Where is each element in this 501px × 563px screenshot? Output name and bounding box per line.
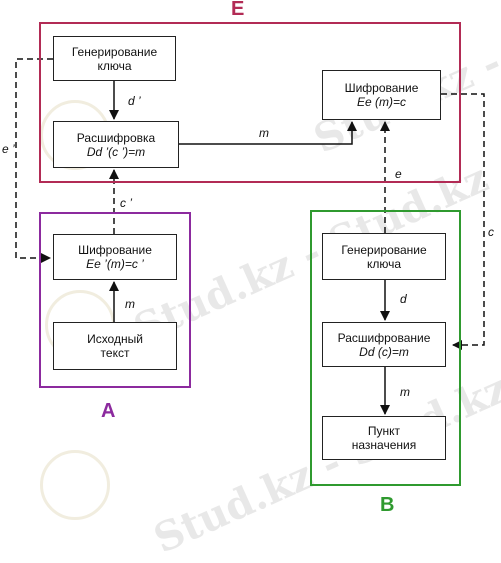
node-b-destination: Пункт назначения bbox=[322, 416, 446, 460]
node-formula: Dd (c)=m bbox=[359, 344, 409, 359]
node-text: Генерирование bbox=[341, 242, 427, 257]
frame-b-label: B bbox=[380, 494, 395, 516]
node-text: назначения bbox=[351, 438, 417, 452]
node-text: Шифрование bbox=[344, 81, 419, 95]
node-text: ключа bbox=[366, 256, 402, 271]
node-formula: Ee ’(m)=c ’ bbox=[86, 257, 144, 271]
frame-a-label: A bbox=[101, 400, 116, 422]
edge-label-c: c bbox=[488, 225, 494, 239]
node-text: Расшифрование bbox=[337, 330, 431, 345]
edge-label-m-a: m bbox=[125, 297, 135, 311]
edge-label-d: d bbox=[400, 292, 407, 306]
node-text: Расшифровка bbox=[76, 130, 156, 145]
node-e-keygen: Генерирование ключа bbox=[53, 36, 176, 81]
node-text: Шифрование bbox=[78, 243, 152, 257]
node-b-keygen: Генерирование ключа bbox=[322, 233, 446, 280]
frame-a bbox=[39, 212, 191, 388]
node-a-source: Исходный текст bbox=[53, 322, 177, 370]
node-text: Пункт bbox=[367, 424, 401, 438]
edge-label-d-prime: d ’ bbox=[128, 94, 141, 108]
node-formula: Dd ’(c ’)=m bbox=[86, 144, 146, 159]
node-formula: Ee (m)=c bbox=[356, 95, 406, 109]
arrow-cipher-c bbox=[441, 93, 485, 350]
node-e-decrypt: Расшифровка Dd ’(c ’)=m bbox=[53, 121, 179, 168]
node-text: Исходный bbox=[87, 332, 143, 346]
arrow-key-e-prime bbox=[15, 58, 53, 263]
node-text: Генерирование bbox=[71, 44, 158, 59]
edge-label-e: e bbox=[395, 167, 402, 181]
frame-e bbox=[39, 22, 461, 183]
edge-label-e-prime: e ’ bbox=[2, 142, 15, 156]
node-a-encrypt: Шифрование Ee ’(m)=c ’ bbox=[53, 234, 177, 280]
connectors bbox=[15, 58, 485, 415]
frame-b bbox=[310, 210, 461, 486]
arrow-message-m bbox=[179, 121, 357, 145]
edge-label-m-b: m bbox=[400, 385, 410, 399]
edge-label-m-top: m bbox=[259, 126, 269, 140]
edge-label-c-prime: c ’ bbox=[120, 196, 132, 210]
frame-e-label: E bbox=[231, 0, 245, 20]
node-text: текст bbox=[100, 346, 130, 360]
node-text: ключа bbox=[97, 58, 132, 73]
node-e-encrypt: Шифрование Ee (m)=c bbox=[322, 70, 441, 120]
node-b-decrypt: Расшифрование Dd (c)=m bbox=[322, 322, 446, 367]
